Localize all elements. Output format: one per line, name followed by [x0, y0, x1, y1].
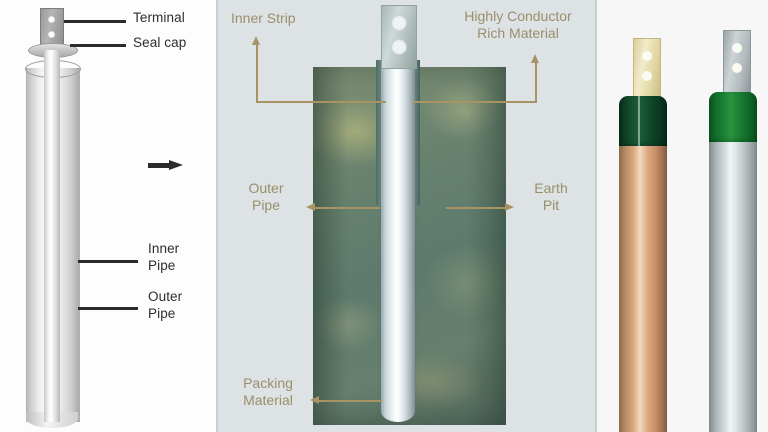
- label-highly-conductor-rich-material: Highly Conductor Rich Material: [443, 8, 593, 42]
- terminal-hole-icon: [391, 15, 407, 31]
- rod-terminal-strip-silver: [723, 30, 751, 94]
- leader-line-outer-pipe: [78, 307, 138, 310]
- leader-vertical-hcrm: [535, 63, 537, 102]
- label-outer-pipe-mid-line2: Pipe: [251, 197, 281, 213]
- terminal-hole-icon: [732, 63, 742, 73]
- label-seal-cap: Seal cap: [133, 35, 187, 50]
- terminal-plate: [40, 8, 64, 48]
- terminal-hole-icon: [48, 31, 55, 38]
- label-outer-pipe: Outer Pipe: [148, 288, 182, 322]
- label-hcrm-line1: Highly Conductor: [464, 8, 572, 24]
- leader-vertical-inner-strip: [256, 45, 258, 102]
- arrow-up-icon-hcrm: [531, 54, 539, 63]
- panel-middle-earth-pit: Inner Strip Highly Conductor Rich Materi…: [218, 0, 595, 432]
- terminal-hole-icon: [642, 71, 652, 81]
- label-earth-pit-line1: Earth: [534, 180, 568, 196]
- label-earth-pit-line2: Pit: [542, 197, 560, 213]
- leader-horizontal-hcrm: [413, 101, 537, 103]
- label-outer-pipe-line2: Pipe: [148, 306, 176, 321]
- panel-right-earthing-rods: [597, 0, 768, 432]
- label-packing-material-line1: Packing: [243, 375, 293, 391]
- leader-horizontal-packing-material: [318, 400, 382, 402]
- label-hcrm-line2: Rich Material: [477, 25, 559, 41]
- leader-line-terminal: [64, 20, 126, 23]
- label-outer-pipe-mid-line1: Outer: [248, 180, 284, 196]
- panel-divider: [595, 0, 597, 432]
- label-outer-pipe-mid: Outer Pipe: [230, 180, 302, 214]
- arrow-left-icon-packing-material: [310, 396, 319, 404]
- terminal-hole-icon: [391, 39, 407, 55]
- leader-line-inner-pipe: [78, 260, 138, 263]
- leader-horizontal-inner-strip: [256, 101, 386, 103]
- panel-divider: [216, 0, 218, 432]
- leader-horizontal-earth-pit: [446, 207, 506, 209]
- rod-body-galvanized: [709, 142, 757, 432]
- right-arrow-icon: [148, 160, 184, 170]
- rod-body-copper: [619, 146, 667, 432]
- label-terminal: Terminal: [133, 10, 185, 25]
- label-outer-pipe-line1: Outer: [148, 289, 183, 304]
- arrow-left-icon-outer-pipe: [306, 203, 315, 211]
- rod-cap-dark-green: [619, 96, 667, 148]
- rod-cap-green: [709, 92, 757, 144]
- inner-pipe-shape: [44, 50, 60, 422]
- label-inner-pipe: Inner Pipe: [148, 240, 179, 274]
- label-inner-pipe-line2: Pipe: [148, 258, 176, 273]
- leader-line-seal-cap: [70, 44, 126, 47]
- terminal-hole-icon: [732, 43, 742, 53]
- terminal-strip-plate: [381, 5, 417, 69]
- inner-pipe-rod: [381, 60, 415, 422]
- rod-terminal-strip-copper: [633, 38, 661, 102]
- panel-left-cutaway-diagram: Terminal Seal cap Inner Pipe Outer Pipe: [0, 0, 218, 432]
- label-inner-pipe-line1: Inner: [148, 241, 180, 256]
- arrow-right-icon-earth-pit: [505, 203, 514, 211]
- label-packing-material: Packing Material: [226, 375, 310, 409]
- label-inner-strip: Inner Strip: [231, 10, 296, 26]
- terminal-hole-icon: [48, 16, 55, 23]
- terminal-hole-icon: [642, 51, 652, 61]
- label-packing-material-line2: Material: [243, 392, 293, 408]
- label-earth-pit: Earth Pit: [516, 180, 586, 214]
- arrow-up-icon-inner-strip: [252, 36, 260, 45]
- rod-cap-seam: [638, 96, 640, 148]
- leader-horizontal-outer-pipe: [314, 207, 380, 209]
